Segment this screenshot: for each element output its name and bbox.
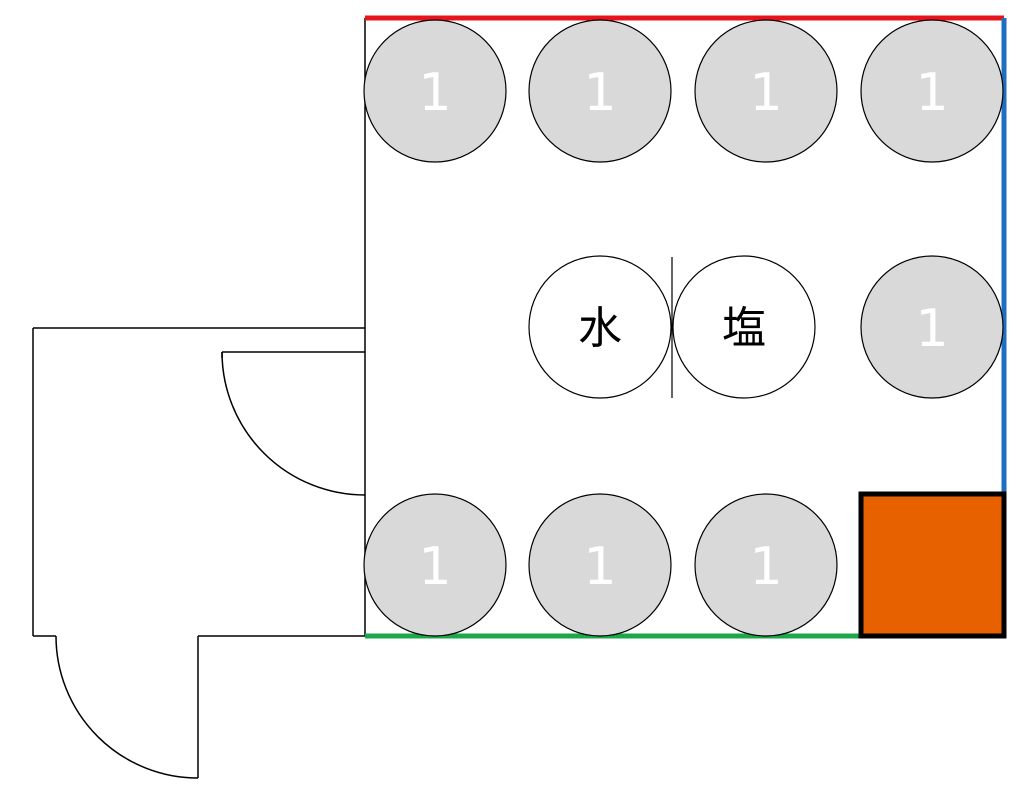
circle-shape [363,19,507,163]
circle-label: 1 [915,299,948,359]
numbered-circles: 1 1 1 1 1 1 1 1 [363,19,1004,637]
salt-circle [672,255,816,399]
circle-shape [860,19,1004,163]
circle-shape [528,19,672,163]
main-room [364,15,1007,639]
circle-label: 1 [915,63,948,123]
circle-marker: 1 [694,493,838,637]
entrance-room [32,327,365,637]
circle-marker: 1 [363,19,507,163]
inner-door [221,351,366,496]
circle-shape [363,493,507,637]
salt-label: 塩 [722,303,766,354]
circle-shape [694,493,838,637]
circle-label: 1 [583,537,616,597]
circle-label: 1 [749,63,782,123]
circle-marker: 1 [528,19,672,163]
circle-shape [528,493,672,637]
center-offering: 水 塩 [528,255,816,399]
water-circle [528,255,672,399]
circle-marker: 1 [860,19,1004,163]
circle-shape [860,255,1004,399]
circle-marker: 1 [694,19,838,163]
circle-label: 1 [418,63,451,123]
circle-label: 1 [749,537,782,597]
corner-block [858,491,1007,639]
circle-label: 1 [418,537,451,597]
circle-shape [694,19,838,163]
circle-marker: 1 [860,255,1004,399]
circle-marker: 1 [528,493,672,637]
inner-door-swing-arc [221,351,366,496]
outer-door-swing-arc [55,635,199,779]
circle-marker: 1 [363,493,507,637]
water-label: 水 [578,303,622,354]
circle-label: 1 [583,63,616,123]
outer-door [55,635,199,779]
